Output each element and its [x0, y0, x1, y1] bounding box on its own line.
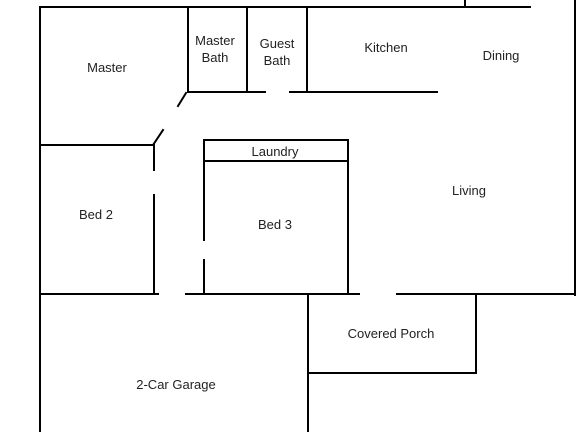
room-label-bed2: Bed 2 — [79, 207, 113, 222]
room-label-master-bath-line1: Master — [195, 33, 235, 48]
wall-master-angle-upper — [176, 91, 188, 108]
room-label-guest-bath-line1: Guest — [260, 36, 295, 51]
wall-laundry-box — [203, 139, 349, 162]
wall-master-angle-lower — [151, 128, 165, 147]
room-label-master-bath-line2: Bath — [202, 50, 229, 65]
room-label-guest-bath-line2: Bath — [264, 53, 291, 68]
room-label-garage: 2-Car Garage — [136, 377, 215, 392]
room-label-kitchen: Kitchen — [364, 40, 407, 55]
room-label-laundry: Laundry — [252, 144, 299, 159]
room-label-living: Living — [452, 183, 486, 198]
room-label-covered-porch: Covered Porch — [348, 326, 435, 341]
room-label-dining: Dining — [483, 48, 520, 63]
room-labels: Master Master Bath Guest Bath Kitchen Di… — [79, 33, 519, 392]
walls — [39, 0, 576, 432]
room-label-master: Master — [87, 60, 127, 75]
room-label-bed3: Bed 3 — [258, 217, 292, 232]
